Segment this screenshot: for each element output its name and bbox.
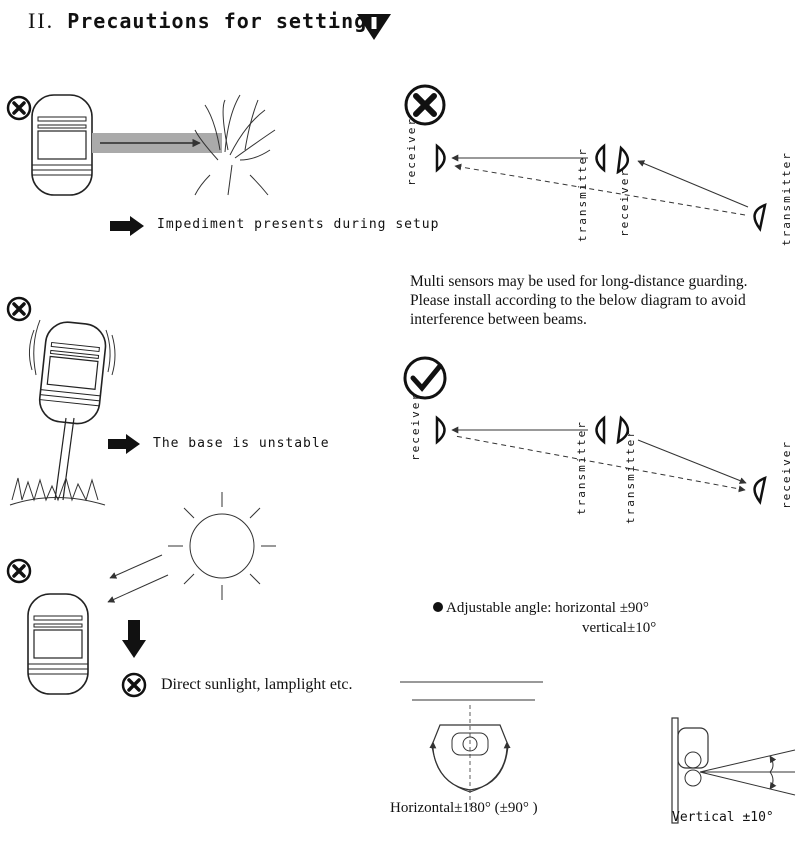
- wrong-x-icon-sun-caption: [121, 672, 147, 698]
- section-title-text: Precautions for setting: [67, 9, 368, 33]
- warning-triangle-icon: [357, 14, 391, 40]
- label-receiver-b: receiver: [618, 168, 631, 237]
- light-ray-1: [109, 554, 163, 579]
- wrong-x-icon-unstable: [6, 296, 32, 322]
- ground-grass: [9, 476, 106, 506]
- wrong-x-icon-impediment: [6, 95, 32, 121]
- check-circle-icon: [403, 356, 447, 400]
- sun-icon: [168, 492, 276, 600]
- down-arrow-icon: [122, 620, 146, 658]
- grass-impediment: [194, 94, 276, 196]
- horizontal-angle-diagram: [400, 681, 543, 810]
- sunlight-caption: Direct sunlight, lamplight etc.: [161, 676, 353, 693]
- beam-diagram-wrong: [435, 143, 767, 232]
- label-receiver-c: receiver: [409, 392, 422, 461]
- adjustable-angle-text: Adjustable angle: horizontal ±90°: [446, 600, 649, 616]
- label-receiver-a: receiver: [405, 117, 418, 186]
- label-transmitter-b: transmitter: [780, 151, 793, 246]
- section-title: II. Precautions for setting: [28, 8, 367, 34]
- sensor-device-3: [27, 593, 89, 695]
- wobble-lines: [28, 319, 116, 376]
- bullet-icon: [433, 602, 443, 612]
- label-receiver-d: receiver: [780, 440, 793, 509]
- wrong-x-icon-beams: [404, 84, 446, 126]
- sensor-device-1: [31, 94, 93, 196]
- section-number: II.: [28, 8, 55, 33]
- label-transmitter-a: transmitter: [576, 147, 589, 242]
- vertical-caption: Vertical ±10°: [672, 810, 774, 825]
- adjustable-angle-heading: Adjustable angle: horizontal ±90°: [433, 600, 649, 617]
- horizontal-caption: Horizontal±180° (±90° ): [390, 800, 538, 816]
- vertical-angle-diagram: [671, 717, 796, 824]
- beam-diagram-correct: [435, 415, 767, 505]
- multi-sensor-note: Multi sensors may be used for long-dista…: [410, 273, 748, 328]
- unstable-base-caption: The base is unstable: [153, 436, 330, 451]
- label-transmitter-c: transmitter: [575, 420, 588, 515]
- impediment-caption: Impediment presents during setup: [157, 217, 440, 232]
- vertical-angle-text: vertical±10°: [582, 620, 657, 636]
- light-ray-2: [107, 574, 169, 603]
- right-arrow-icon-1: [110, 216, 144, 236]
- label-transmitter-d: transmitter: [624, 429, 637, 524]
- right-arrow-icon-2: [108, 434, 140, 454]
- wrong-x-icon-sunlight: [6, 558, 32, 584]
- sensor-device-2: [36, 319, 109, 427]
